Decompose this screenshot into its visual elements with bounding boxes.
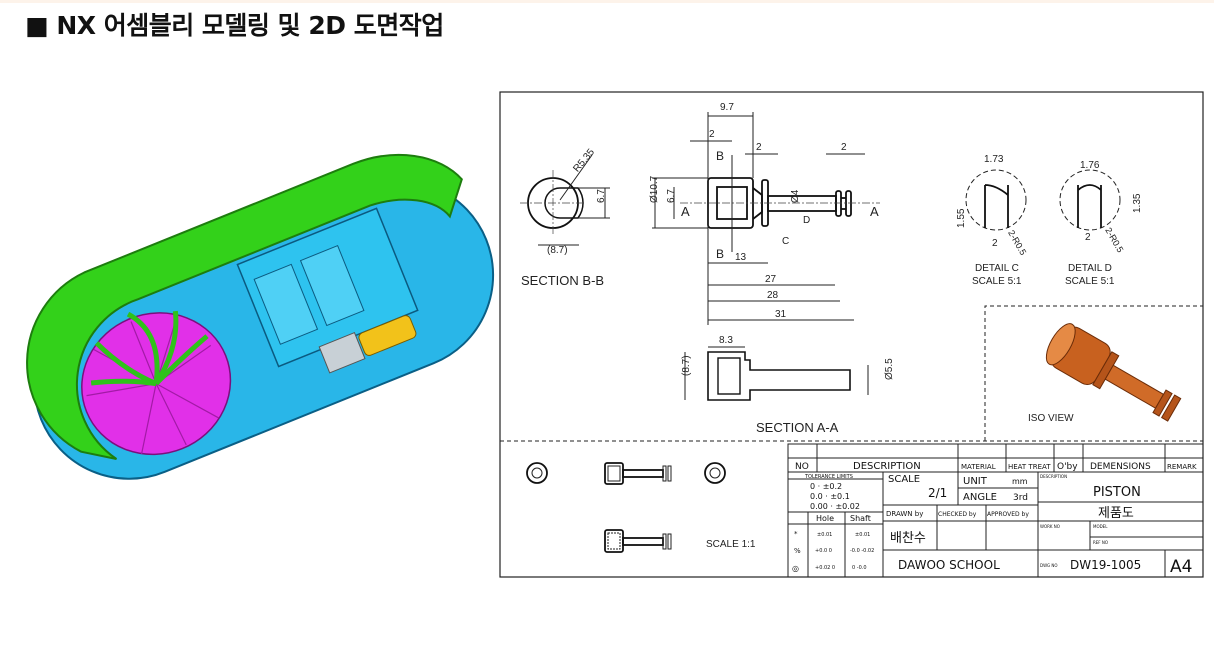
angle-value: 3rd [1013, 493, 1028, 503]
fit-hole-0: ±0.01 [817, 532, 832, 538]
scale-label: SCALE [888, 474, 920, 485]
section-b-b-label: SECTION B-B [521, 273, 604, 288]
model-label: MODEL [1093, 524, 1108, 529]
checked-by-label: CHECKED by [938, 511, 977, 518]
dim-31: 31 [775, 309, 787, 320]
detail-d-callout: D [803, 215, 810, 226]
detail-c-label: DETAIL C [975, 263, 1019, 274]
dim-2-b: 2 [756, 142, 762, 153]
header-description: DESCRIPTION [853, 461, 921, 472]
iso-view-piston: ISO VIEW [1028, 323, 1182, 424]
top-accent-line [0, 0, 1214, 3]
header-oby: O'by [1057, 462, 1078, 472]
fit-shaft-0: ±0.01 [855, 532, 870, 538]
dim-d-2: 2 [1085, 232, 1091, 243]
dim-1-73: 1.73 [984, 154, 1004, 165]
dim-dia-10-7: Ø10.7 [649, 175, 660, 203]
scale-value: 2/1 [928, 486, 947, 500]
detail-d-scale: SCALE 5:1 [1065, 276, 1115, 287]
dim-c-2: 2 [992, 238, 998, 249]
drawn-by-label: DRAWN by [886, 510, 923, 518]
tolerance-2: 0.00 · ±0.02 [810, 502, 860, 511]
unit-value: mm [1012, 477, 1028, 486]
tolerance-limits-label: TOLERANCE LIMITS [804, 474, 853, 480]
fit-hole-2: +0.02 0 [815, 565, 835, 571]
fit-shaft-2: 0 -0.0 [852, 565, 867, 571]
description-label: DESCRIPTION [1040, 474, 1067, 479]
tolerance-1: 0.0 · ±0.1 [810, 492, 850, 501]
drawer-name: 배찬수 [890, 531, 926, 546]
header-dimensions: DEMENSIONS [1090, 462, 1151, 472]
dim-13: 13 [735, 252, 747, 263]
fit-hole-1: +0.0 0 [815, 548, 832, 554]
ref-no-label: REF NO [1093, 540, 1108, 545]
slide-title: ■ NX 어셈블리 모델링 및 2D 도면작업 [25, 11, 444, 40]
header-material: MATERIAL [961, 463, 996, 471]
cut-b-top: B [716, 149, 724, 163]
title-block [787, 443, 1204, 578]
dim-8-7: (8.7) [547, 245, 568, 256]
dim-1-55: 1.55 [956, 208, 967, 228]
part-name: PISTON [1093, 485, 1141, 500]
section-b-b: R5.35 6.7 (8.7) SECTION B-B [520, 147, 610, 288]
detail-d-label: DETAIL D [1068, 263, 1112, 274]
scale-1-1-label: SCALE 1:1 [706, 539, 756, 550]
work-no-label: WORK NO [1040, 524, 1060, 529]
dim-dia-5-5: Ø5.5 [884, 358, 895, 380]
shaft-label: Shaft [850, 514, 871, 523]
dim-2-a: 2 [709, 129, 715, 140]
cut-b-bottom: B [716, 247, 724, 261]
school-name: DAWOO SCHOOL [898, 558, 1000, 572]
dim-8-3: 8.3 [719, 335, 733, 346]
dim-6-7: 6.7 [596, 189, 607, 203]
small-views: SCALE 1:1 [526, 462, 756, 553]
detail-c-callout: C [782, 236, 789, 247]
fit-sym-1: % [794, 547, 801, 555]
dim-2-c: 2 [841, 142, 847, 153]
dim-9-7: 9.7 [720, 102, 734, 113]
dim-8-7-b: (8.7) [681, 355, 692, 376]
header-remark: REMARK [1167, 463, 1197, 471]
fit-shaft-1: -0.0 -0.02 [850, 548, 874, 554]
green-cover [26, 153, 463, 460]
iso-view-label: ISO VIEW [1028, 413, 1074, 424]
cut-a-right: A [870, 204, 879, 219]
dim-dia-4: Ø4 [790, 189, 801, 203]
title-block-text: NO DESCRIPTION MATERIAL HEAT TREAT O'by … [792, 461, 1197, 577]
header-heat-treat: HEAT TREAT [1008, 463, 1051, 471]
dim-1-35: 1.35 [1132, 193, 1143, 213]
dim-1-76: 1.76 [1080, 160, 1100, 171]
sheet-size: A4 [1170, 557, 1192, 577]
tolerance-0: 0 · ±0.2 [810, 482, 842, 491]
approved-by-label: APPROVED by [987, 511, 1029, 518]
hole-label: Hole [816, 514, 834, 523]
cut-a-left: A [681, 204, 690, 219]
dwg-no: DW19-1005 [1070, 558, 1141, 572]
header-no: NO [795, 462, 809, 472]
yellow-switch [358, 315, 417, 356]
section-a-a: 8.3 (8.7) Ø5.5 SECTION A-A [681, 335, 895, 435]
fit-sym-2: ◎ [792, 564, 799, 573]
main-view: B B A A 9.7 2 2 2 Ø10.7 6.7 Ø4 D C 13 27… [649, 102, 880, 325]
dwg-no-label: DWG NO [1040, 563, 1058, 568]
dim-28: 28 [767, 290, 779, 301]
detail-c-scale: SCALE 5:1 [972, 276, 1022, 287]
drawing-type: 제품도 [1098, 506, 1134, 521]
fit-sym-0: * [794, 530, 798, 538]
section-a-a-label: SECTION A-A [756, 420, 839, 435]
unit-label: UNIT [963, 476, 988, 487]
dim-27: 27 [765, 274, 777, 285]
dim-6-7-b: 6.7 [666, 189, 677, 203]
angle-label: ANGLE [963, 492, 997, 503]
